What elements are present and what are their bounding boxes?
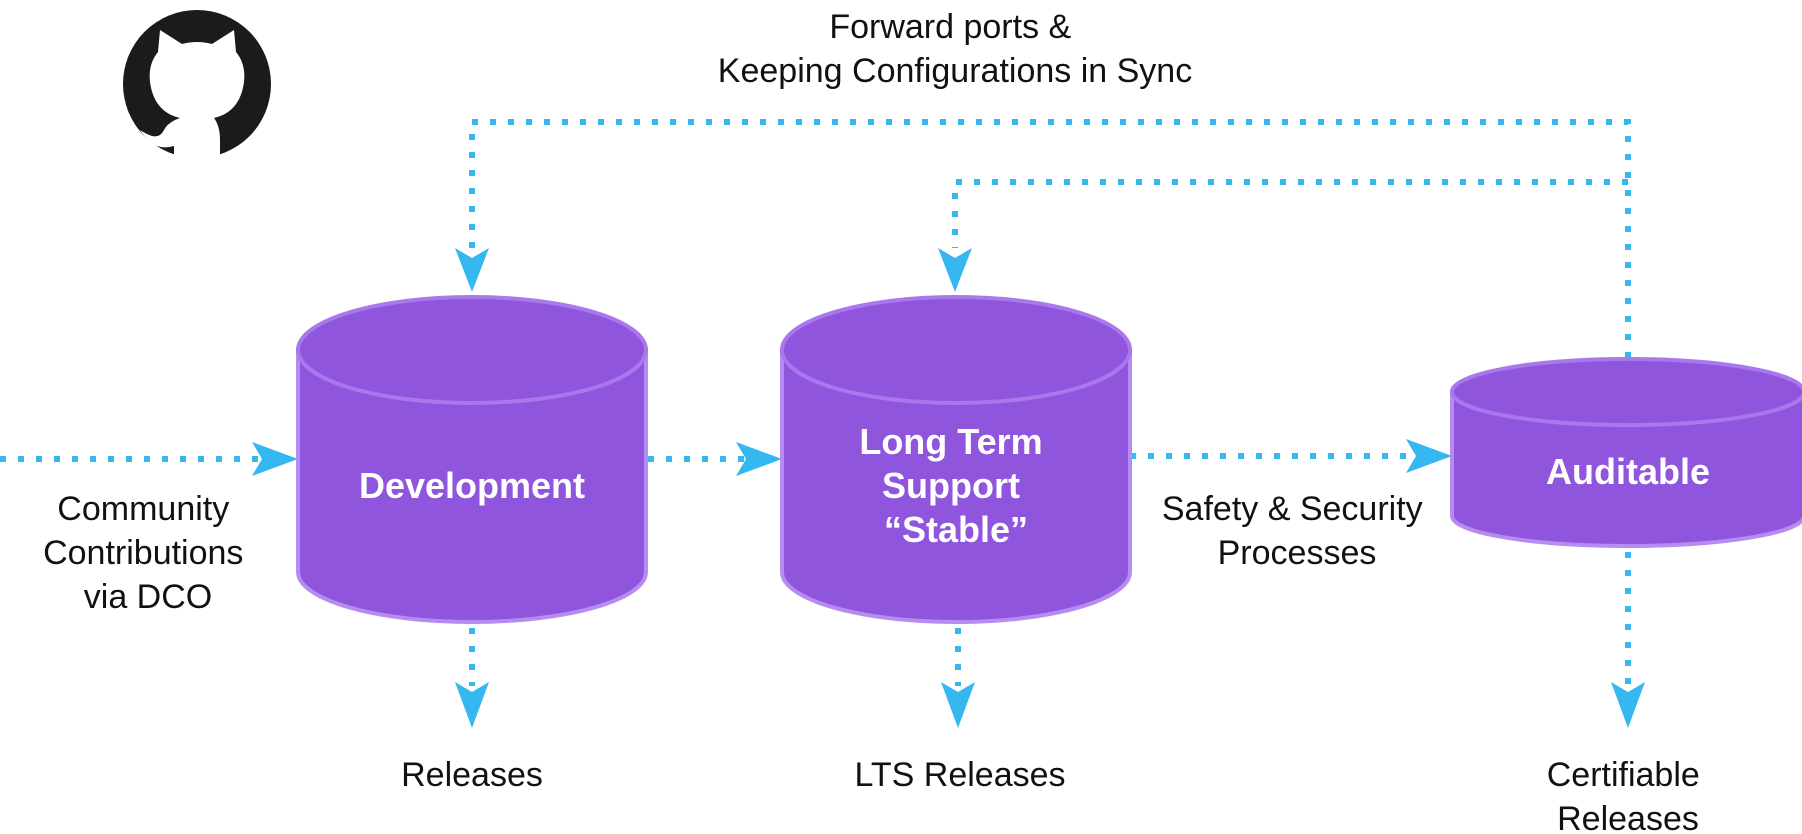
arrowhead-down-icon [941, 682, 975, 728]
certifiable-releases-label: Certifiable Releases [1547, 756, 1710, 834]
safety-security-label: Safety & Security Processes [1162, 490, 1432, 572]
flow-arrows [0, 119, 1645, 728]
arrowhead-down-icon [1611, 682, 1645, 728]
community-contributions-label: Community Contributions via DCO [43, 490, 253, 616]
releases-label: Releases [401, 756, 543, 794]
repo-auditable: Auditable [1450, 357, 1802, 548]
arrowhead-right-icon [736, 442, 782, 476]
sync-arrow-to-development [469, 119, 1631, 358]
sync-arrow-to-lts [952, 179, 1628, 248]
arrowhead-right-icon [1406, 439, 1452, 473]
arrowhead-down-icon [938, 248, 972, 292]
repo-lts: Long Term Support “Stable” [780, 295, 1132, 624]
auditable-label: Auditable [1546, 451, 1710, 492]
sync-label: Forward ports & Keeping Configurations i… [718, 8, 1192, 90]
arrowhead-right-icon [252, 442, 298, 476]
lts-label: Long Term Support “Stable” [859, 421, 1052, 550]
github-logo-icon [123, 10, 271, 158]
development-label: Development [359, 465, 585, 506]
arrowhead-down-icon [455, 682, 489, 728]
lts-releases-label: LTS Releases [854, 756, 1065, 794]
repo-development: Development [296, 295, 648, 624]
arrowhead-down-icon [455, 248, 489, 292]
